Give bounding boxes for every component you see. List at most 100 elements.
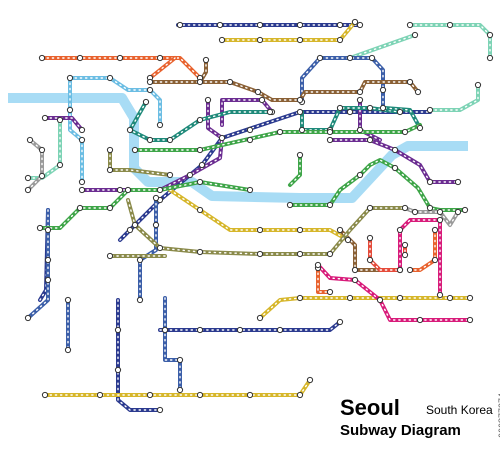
- station-gold-north: [336, 36, 344, 44]
- line-dot-pattern: [44, 379, 311, 396]
- station-blue: [64, 296, 72, 304]
- station-blue: [176, 356, 184, 364]
- line-dot-pattern: [289, 159, 466, 211]
- line-dot-pattern: [164, 297, 181, 391]
- station-blue: [161, 326, 169, 334]
- line-magenta: [316, 218, 472, 322]
- line-dot-pattern: [221, 99, 273, 126]
- station-green: [286, 201, 294, 209]
- line-segment: [40, 56, 202, 80]
- line-dot-pattern: [301, 57, 384, 109]
- station-mint: [406, 21, 414, 29]
- station-olive: [106, 252, 114, 260]
- station-orange: [76, 54, 84, 62]
- stock-watermark: 666877374: [487, 330, 500, 440]
- station-olive: [256, 250, 264, 258]
- line-dot-pattern: [127, 181, 251, 191]
- line-segment: [408, 23, 492, 60]
- line-segment: [38, 188, 130, 230]
- station-gold-north: [256, 314, 264, 322]
- station-navy-north: [246, 126, 254, 134]
- station-gold-north: [246, 391, 254, 399]
- station-magenta: [396, 266, 404, 274]
- line-dot-pattern: [399, 219, 441, 296]
- station-grey: [26, 136, 34, 144]
- station-navy-north: [196, 326, 204, 334]
- station-green: [196, 146, 204, 154]
- station-teal: [366, 104, 374, 112]
- subway-lines: [26, 20, 492, 412]
- line-dot-pattern: [317, 267, 331, 293]
- line-dot-pattern: [159, 321, 341, 331]
- station-navy-north: [356, 21, 364, 29]
- station-magenta: [466, 316, 474, 324]
- station-mint: [346, 54, 354, 62]
- station-gold-north: [256, 36, 264, 44]
- station-green: [326, 128, 334, 136]
- line-mint: [26, 23, 492, 180]
- line-segment: [383, 106, 422, 130]
- station-teal: [416, 124, 424, 132]
- station-brown: [226, 78, 234, 86]
- line-dot-pattern: [117, 299, 161, 411]
- line-dot-pattern: [409, 24, 491, 59]
- station-navy-north: [296, 21, 304, 29]
- line-dot-pattern: [149, 59, 207, 83]
- station-orange: [431, 256, 439, 264]
- station-green: [36, 224, 44, 232]
- station-red-orange: [366, 256, 374, 264]
- station-grey: [38, 172, 46, 180]
- station-navy-north: [236, 326, 244, 334]
- station-green: [391, 164, 399, 172]
- station-green: [196, 178, 204, 186]
- station-grey: [411, 208, 419, 216]
- station-green: [131, 146, 139, 154]
- station-blue: [316, 54, 324, 62]
- line-dot-pattern: [27, 139, 43, 191]
- station-purple: [78, 126, 86, 134]
- station-light-blue: [66, 106, 74, 114]
- station-purple: [41, 114, 49, 122]
- station-magenta: [436, 291, 444, 299]
- country-label: South Korea: [426, 403, 493, 417]
- station-brown: [196, 78, 204, 86]
- station-brown: [146, 78, 154, 86]
- line-segment: [163, 296, 182, 392]
- station-teal: [142, 98, 150, 106]
- station-blue: [152, 194, 160, 202]
- station-green: [276, 128, 284, 136]
- station-magenta: [351, 276, 359, 284]
- station-navy-north: [346, 108, 354, 116]
- station-olive: [106, 166, 114, 174]
- line-dot-pattern: [429, 84, 479, 111]
- stations: [24, 18, 494, 414]
- station-light-blue: [106, 74, 114, 82]
- station-gold-north: [296, 294, 304, 302]
- station-blue: [152, 221, 160, 229]
- station-teal: [298, 126, 306, 134]
- station-purple: [356, 96, 364, 104]
- station-mint: [486, 31, 494, 39]
- line-dot-pattern: [199, 81, 419, 101]
- line-orange: [40, 56, 437, 294]
- station-mint: [411, 31, 419, 39]
- station-purple: [78, 186, 86, 194]
- line-dot-pattern: [289, 154, 301, 186]
- station-magenta: [314, 261, 322, 269]
- station-brown: [254, 88, 262, 96]
- station-gold-north: [306, 376, 314, 384]
- station-brown: [296, 96, 304, 104]
- station-navy-north: [198, 161, 206, 169]
- line-dot-pattern: [44, 117, 83, 131]
- station-gold-north: [218, 36, 226, 44]
- line-segment: [378, 298, 472, 322]
- station-purple: [156, 186, 164, 194]
- station-navy-north: [126, 226, 134, 234]
- station-blue: [136, 296, 144, 304]
- station-grey: [454, 208, 462, 216]
- station-gold-north: [256, 226, 264, 234]
- station-grey: [436, 208, 444, 216]
- station-magenta: [396, 226, 404, 234]
- station-purple: [366, 136, 374, 144]
